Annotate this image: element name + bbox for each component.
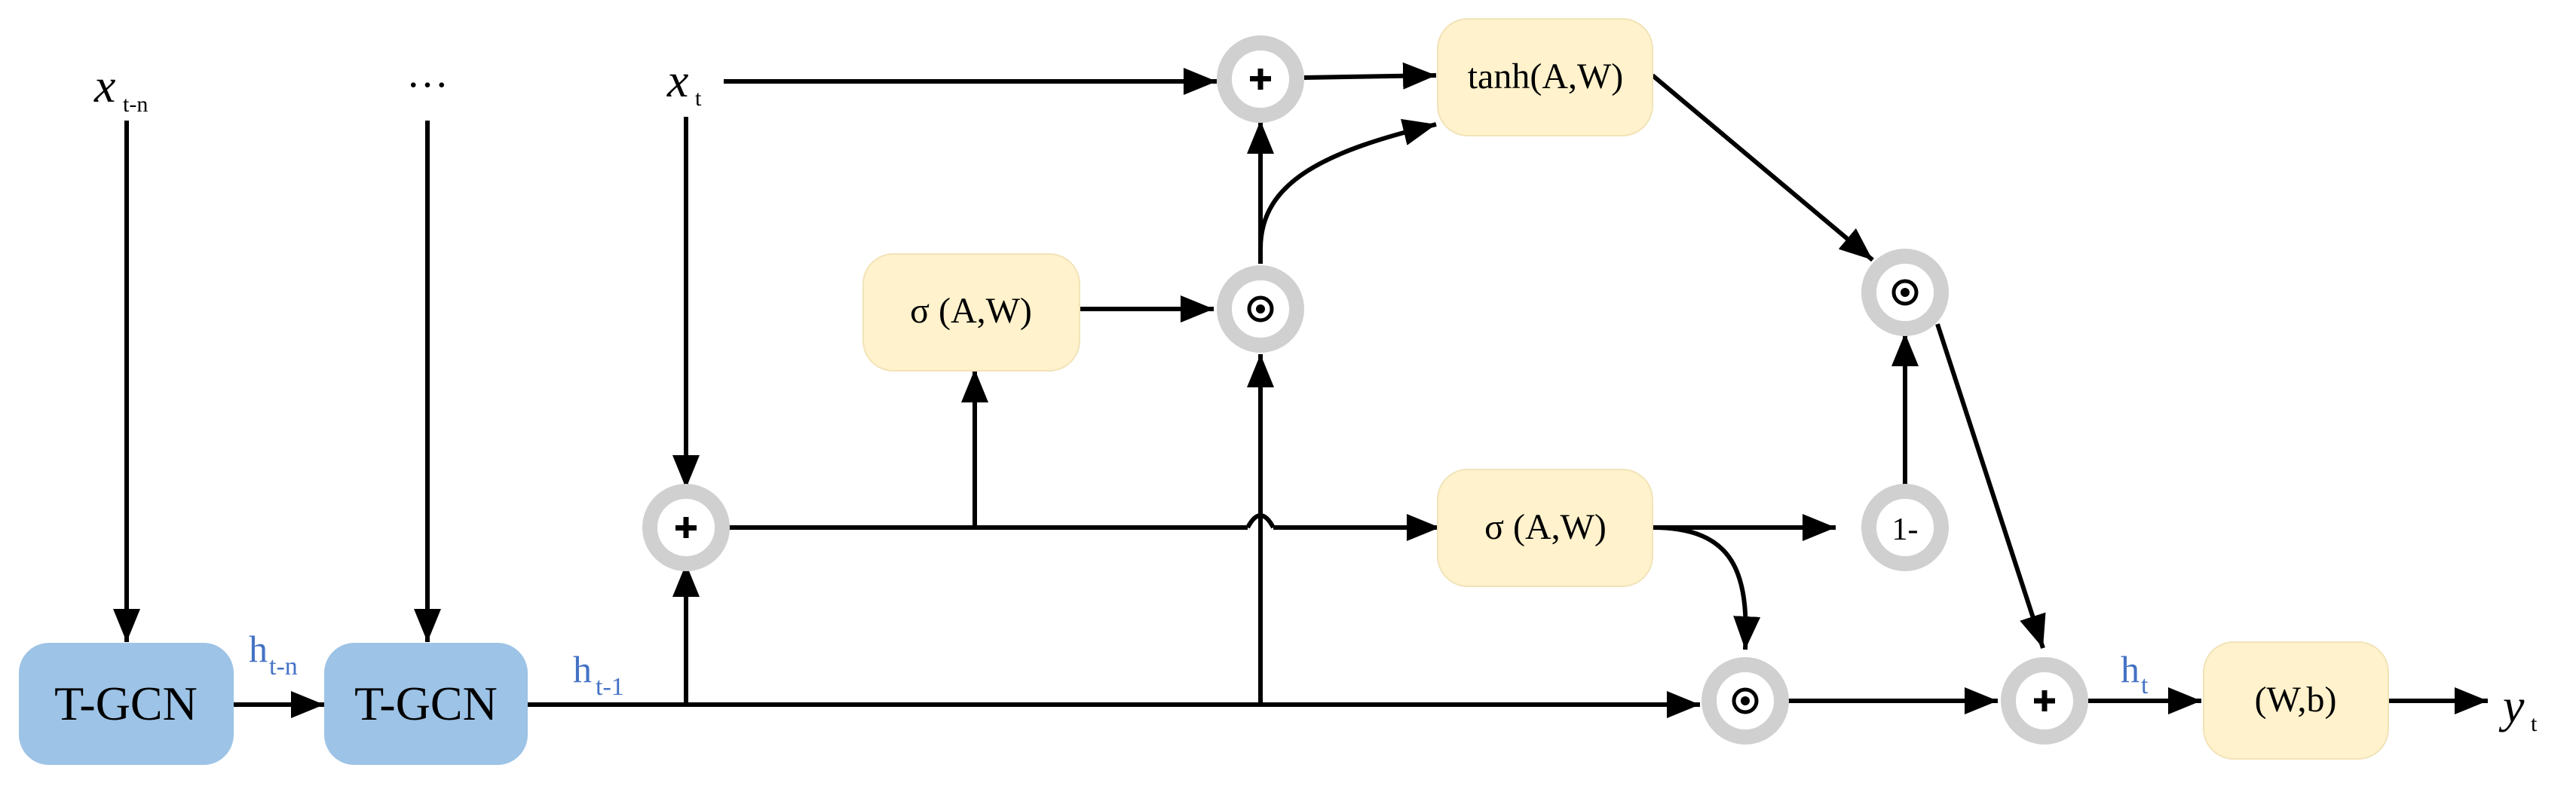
update-gate-box: σ (A,W) (1437, 469, 1653, 587)
output-layer-label: (W,b) (2255, 680, 2337, 720)
candidate-box: tanh(A,W) (1437, 18, 1653, 136)
hidden-current-sub: t (2141, 671, 2149, 699)
hidden-label-last: h t-1 (573, 648, 624, 701)
candidate-label: tanh(A,W) (1468, 57, 1624, 96)
arrow-hadamard-to-sum (1935, 323, 2046, 649)
reset-gate-box: σ (A,W) (862, 253, 1080, 372)
reset-hadamard-node (1217, 265, 1304, 353)
arrow-plus-to-tanh (1303, 62, 1437, 90)
input-current-sub: t (695, 86, 702, 111)
update-gate-label: σ (A,W) (1484, 507, 1607, 547)
hidden-prev-sub: t-n (269, 653, 298, 680)
input-label-prev: x t-n (93, 59, 148, 117)
reset-gate-label: σ (A,W) (910, 291, 1032, 331)
connections (113, 62, 2488, 718)
one-minus-node: 1- (1861, 484, 1949, 571)
input-prev-sub: t-n (123, 92, 148, 117)
hidden-prev-main: h (249, 628, 268, 670)
update-hadamard-node (1702, 657, 1789, 745)
hidden-current-main: h (2121, 648, 2140, 690)
tgcn-box-1: T-GCN (19, 643, 234, 765)
hidden-last-sub: t-1 (596, 673, 624, 701)
tgcn-label-2: T-GCN (354, 677, 498, 730)
hadamard-icon (1891, 279, 1919, 306)
hidden-label-current: h t (2121, 648, 2149, 699)
output-sum-node (2001, 657, 2088, 745)
top-plus-node (1217, 35, 1304, 123)
hadamard-icon (1732, 687, 1759, 714)
plus-icon (675, 517, 697, 538)
hadamard-icon (1247, 295, 1274, 323)
input-current-main: x (666, 54, 688, 107)
tgcn-box-2: T-GCN (324, 643, 528, 765)
plus-icon (1250, 69, 1271, 90)
input-label-current: x t (666, 54, 702, 111)
hidden-label-prev: h t-n (249, 628, 298, 680)
plus-icon (2034, 690, 2055, 711)
tgcn-label-1: T-GCN (54, 677, 198, 730)
input-prev-main: x (93, 59, 115, 112)
one-minus-label: 1- (1892, 512, 1919, 547)
concat-plus-node (642, 484, 730, 571)
output-main: y (2498, 679, 2525, 732)
arrow-update-to-hadamard-bottom (1652, 525, 1761, 650)
hidden-last-main: h (573, 648, 592, 690)
arrow-hadamard-to-tanh (1258, 118, 1437, 249)
output-layer-box: (W,b) (2203, 641, 2389, 760)
output-label: y t (2498, 679, 2538, 736)
input-ellipsis: … (406, 50, 449, 96)
arrow-tanh-to-hadamard (1651, 73, 1874, 262)
candidate-hadamard-node (1861, 249, 1949, 336)
output-sub: t (2531, 711, 2538, 736)
